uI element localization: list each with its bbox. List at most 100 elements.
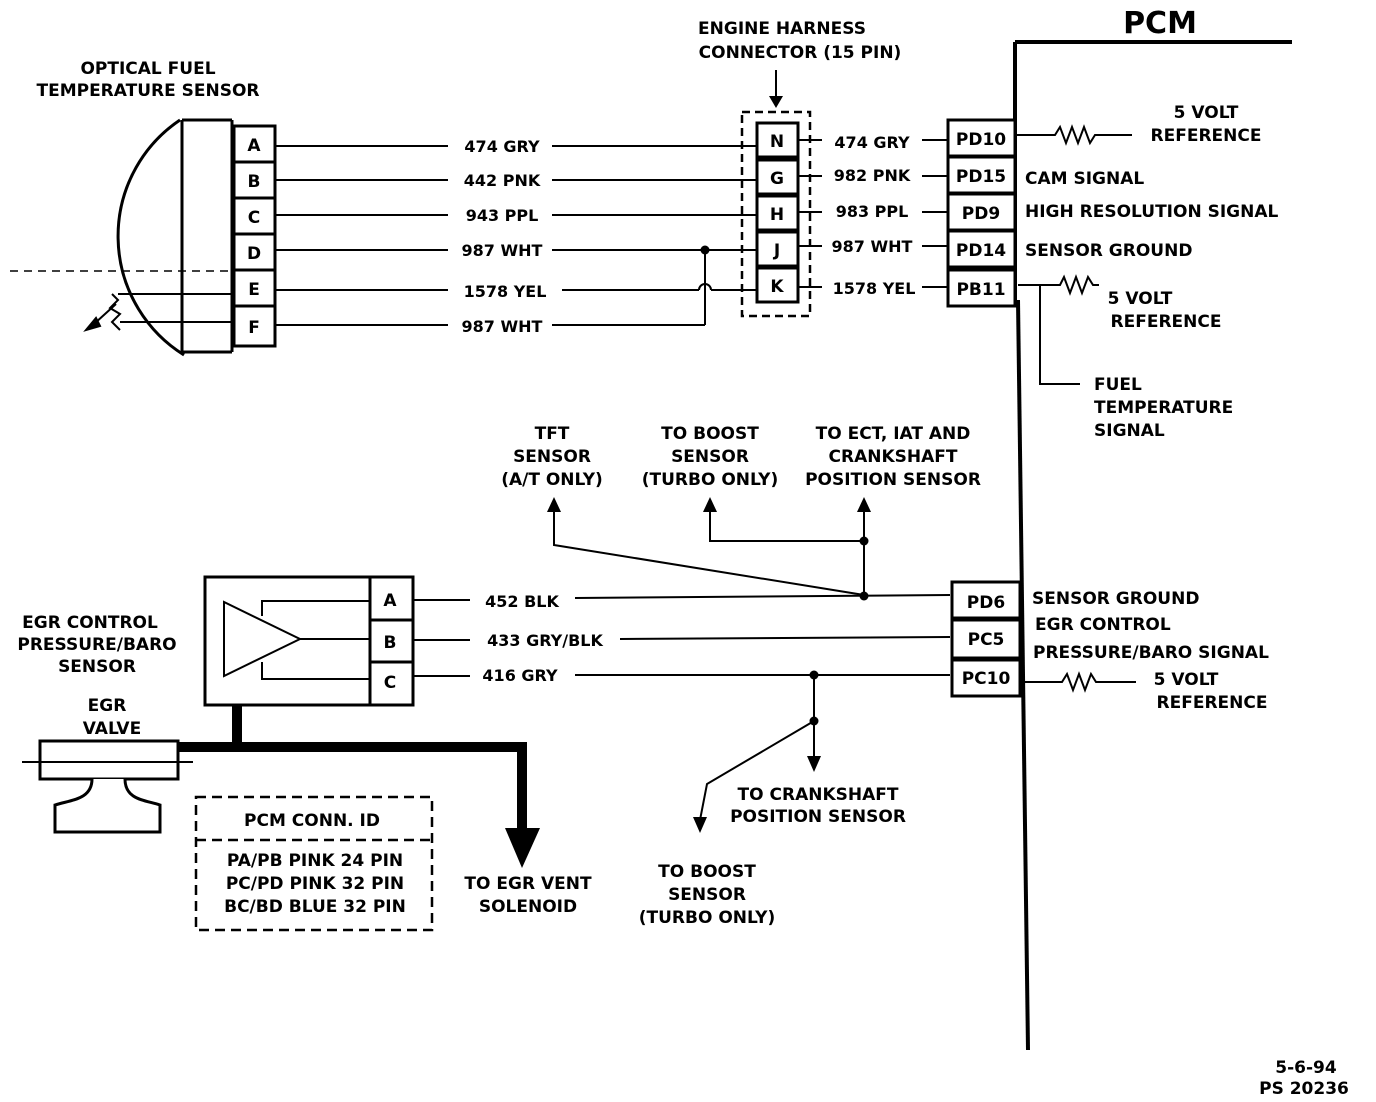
wire-987-wht-right: 987 WHT <box>832 237 913 256</box>
sensor-pin-b: B <box>248 172 261 192</box>
pcm-title: PCM <box>1123 6 1197 41</box>
splice-ref-2 <box>809 716 819 726</box>
sensor-ground-top-label: SENSOR GROUND <box>1025 241 1192 261</box>
optical-sensor-element <box>83 293 232 332</box>
harness-pcm-wires <box>798 139 948 288</box>
splice-ref-1 <box>809 670 819 680</box>
reference-branch-arrows <box>693 756 821 833</box>
egr-sensor-label-line1: EGR CONTROL <box>22 613 158 633</box>
harness-pin-j: J <box>773 241 780 261</box>
boost-bottom-label-line3: (TURBO ONLY) <box>639 908 776 928</box>
egr-amplifier-symbol <box>223 600 370 680</box>
egr-valve <box>22 739 193 834</box>
sensor-pin-a: A <box>247 136 261 156</box>
pcm-top-pin-boxes <box>946 118 1017 308</box>
optical-sensor-label-line2: TEMPERATURE SENSOR <box>36 81 259 101</box>
pc10-ref-line1: 5 VOLT <box>1154 670 1219 690</box>
sensor-pin-f: F <box>248 318 260 338</box>
ground-branch-arrows <box>547 497 871 512</box>
pcm-pin-pd10: PD10 <box>956 130 1006 150</box>
splice-987-wht <box>700 245 710 255</box>
egr-valve-label-line2: VALVE <box>83 719 141 739</box>
egr-sensor-label-line2: PRESSURE/BARO <box>17 635 176 655</box>
harness-pin-n: N <box>770 132 784 152</box>
ect-label-line1: TO ECT, IAT AND <box>816 424 971 444</box>
vent-label-line2: SOLENOID <box>479 897 577 917</box>
cam-signal-label: CAM SIGNAL <box>1025 169 1144 189</box>
pcm-pin-pc5: PC5 <box>968 630 1005 650</box>
boost-top-label-line1: TO BOOST <box>661 424 759 444</box>
tft-label-line1: TFT <box>535 424 570 444</box>
optical-sensor-body <box>10 118 234 357</box>
pd10-ref-line2: REFERENCE <box>1151 126 1262 146</box>
harness-pin-g: G <box>770 169 784 189</box>
sensor-harness-wires <box>275 145 757 326</box>
pc10-resistor <box>1022 671 1136 693</box>
egr-pin-c: C <box>384 673 396 693</box>
sensor-pin-e: E <box>248 280 260 300</box>
egr-wire-416-gry: 416 GRY <box>482 666 558 685</box>
pcm-pin-pd14: PD14 <box>956 241 1006 261</box>
pd10-ref-line1: 5 VOLT <box>1174 103 1239 123</box>
pcm-pin-pd15: PD15 <box>956 167 1006 187</box>
pcm-pin-pb11: PB11 <box>956 280 1005 300</box>
pcm-conn-id-box <box>194 795 434 932</box>
wire-442-pnk-left: 442 PNK <box>464 171 541 190</box>
egr-wire-433-gry-blk: 433 GRY/BLK <box>487 631 603 650</box>
fuel-temp-line1: FUEL <box>1094 375 1142 395</box>
boost-bottom-label-line2: SENSOR <box>668 885 746 905</box>
harness-arrow <box>769 70 783 108</box>
wire-474-gry-left: 474 GRY <box>464 137 540 156</box>
high-res-signal-label: HIGH RESOLUTION SIGNAL <box>1025 202 1279 222</box>
crank-label-line1: TO CRANKSHAFT <box>738 785 899 805</box>
pb11-resistor <box>1018 274 1099 385</box>
engine-harness-label-line2: CONNECTOR (15 PIN) <box>699 43 902 63</box>
egr-wires <box>413 594 951 677</box>
pb11-ref-line1: 5 VOLT <box>1108 289 1173 309</box>
tft-label-line2: SENSOR <box>513 447 591 467</box>
sensor-ground-bottom-label: SENSOR GROUND <box>1032 589 1199 609</box>
pd10-resistor <box>1015 124 1132 146</box>
pcm-pin-pd6: PD6 <box>967 593 1005 613</box>
egr-sensor-label-line3: SENSOR <box>58 657 136 677</box>
pcm-outline <box>1013 40 1292 1051</box>
pb11-ref-line2: REFERENCE <box>1111 312 1222 332</box>
pcm-conn-id-row3: BC/BD BLUE 32 PIN <box>224 897 406 917</box>
boost-top-label-line3: (TURBO ONLY) <box>642 470 779 490</box>
pcm-conn-id-row2: PC/PD PINK 32 PIN <box>226 874 404 894</box>
vacuum-hoses <box>178 705 527 830</box>
boost-bottom-label-line1: TO BOOST <box>658 862 756 882</box>
vent-label-line1: TO EGR VENT <box>464 874 592 894</box>
wire-987-wht-left-2: 987 WHT <box>462 317 543 336</box>
pcm-conn-id-title: PCM CONN. ID <box>244 811 380 831</box>
ect-label-line3: POSITION SENSOR <box>805 470 981 490</box>
sensor-pin-c: C <box>248 208 260 228</box>
wire-943-ppl-left: 943 PPL <box>466 206 539 225</box>
wire-987-wht-left: 987 WHT <box>462 241 543 260</box>
vent-arrow <box>505 828 540 868</box>
sensor-pin-boxes <box>232 124 277 348</box>
ground-branch-wires <box>553 508 865 596</box>
egr-control-label-line2: PRESSURE/BARO SIGNAL <box>1033 643 1269 663</box>
sensor-pin-d: D <box>247 244 261 264</box>
egr-wire-452-blk: 452 BLK <box>485 592 559 611</box>
ect-label-line2: CRANKSHAFT <box>829 447 958 467</box>
splice-ground-1 <box>859 536 869 546</box>
fuel-temp-line3: SIGNAL <box>1094 421 1165 441</box>
optical-sensor-label-line1: OPTICAL FUEL <box>80 59 215 79</box>
pcm-conn-id-row1: PA/PB PINK 24 PIN <box>227 851 403 871</box>
egr-sensor-body <box>203 575 415 707</box>
wire-1578-yel-right: 1578 YEL <box>833 279 916 298</box>
harness-pin-h: H <box>770 205 784 225</box>
pcm-pin-pd9: PD9 <box>962 204 1000 224</box>
egr-control-label-line1: EGR CONTROL <box>1035 615 1171 635</box>
engine-harness-label-line1: ENGINE HARNESS <box>698 19 866 39</box>
wire-983-ppl-right: 983 PPL <box>836 202 909 221</box>
fuel-temp-line2: TEMPERATURE <box>1094 398 1233 418</box>
pcm-pin-pc10: PC10 <box>962 669 1011 689</box>
egr-pin-a: A <box>383 591 397 611</box>
wire-982-pnk-right: 982 PNK <box>834 166 911 185</box>
crank-label-line2: POSITION SENSOR <box>730 807 906 827</box>
pc10-ref-line2: REFERENCE <box>1157 693 1268 713</box>
